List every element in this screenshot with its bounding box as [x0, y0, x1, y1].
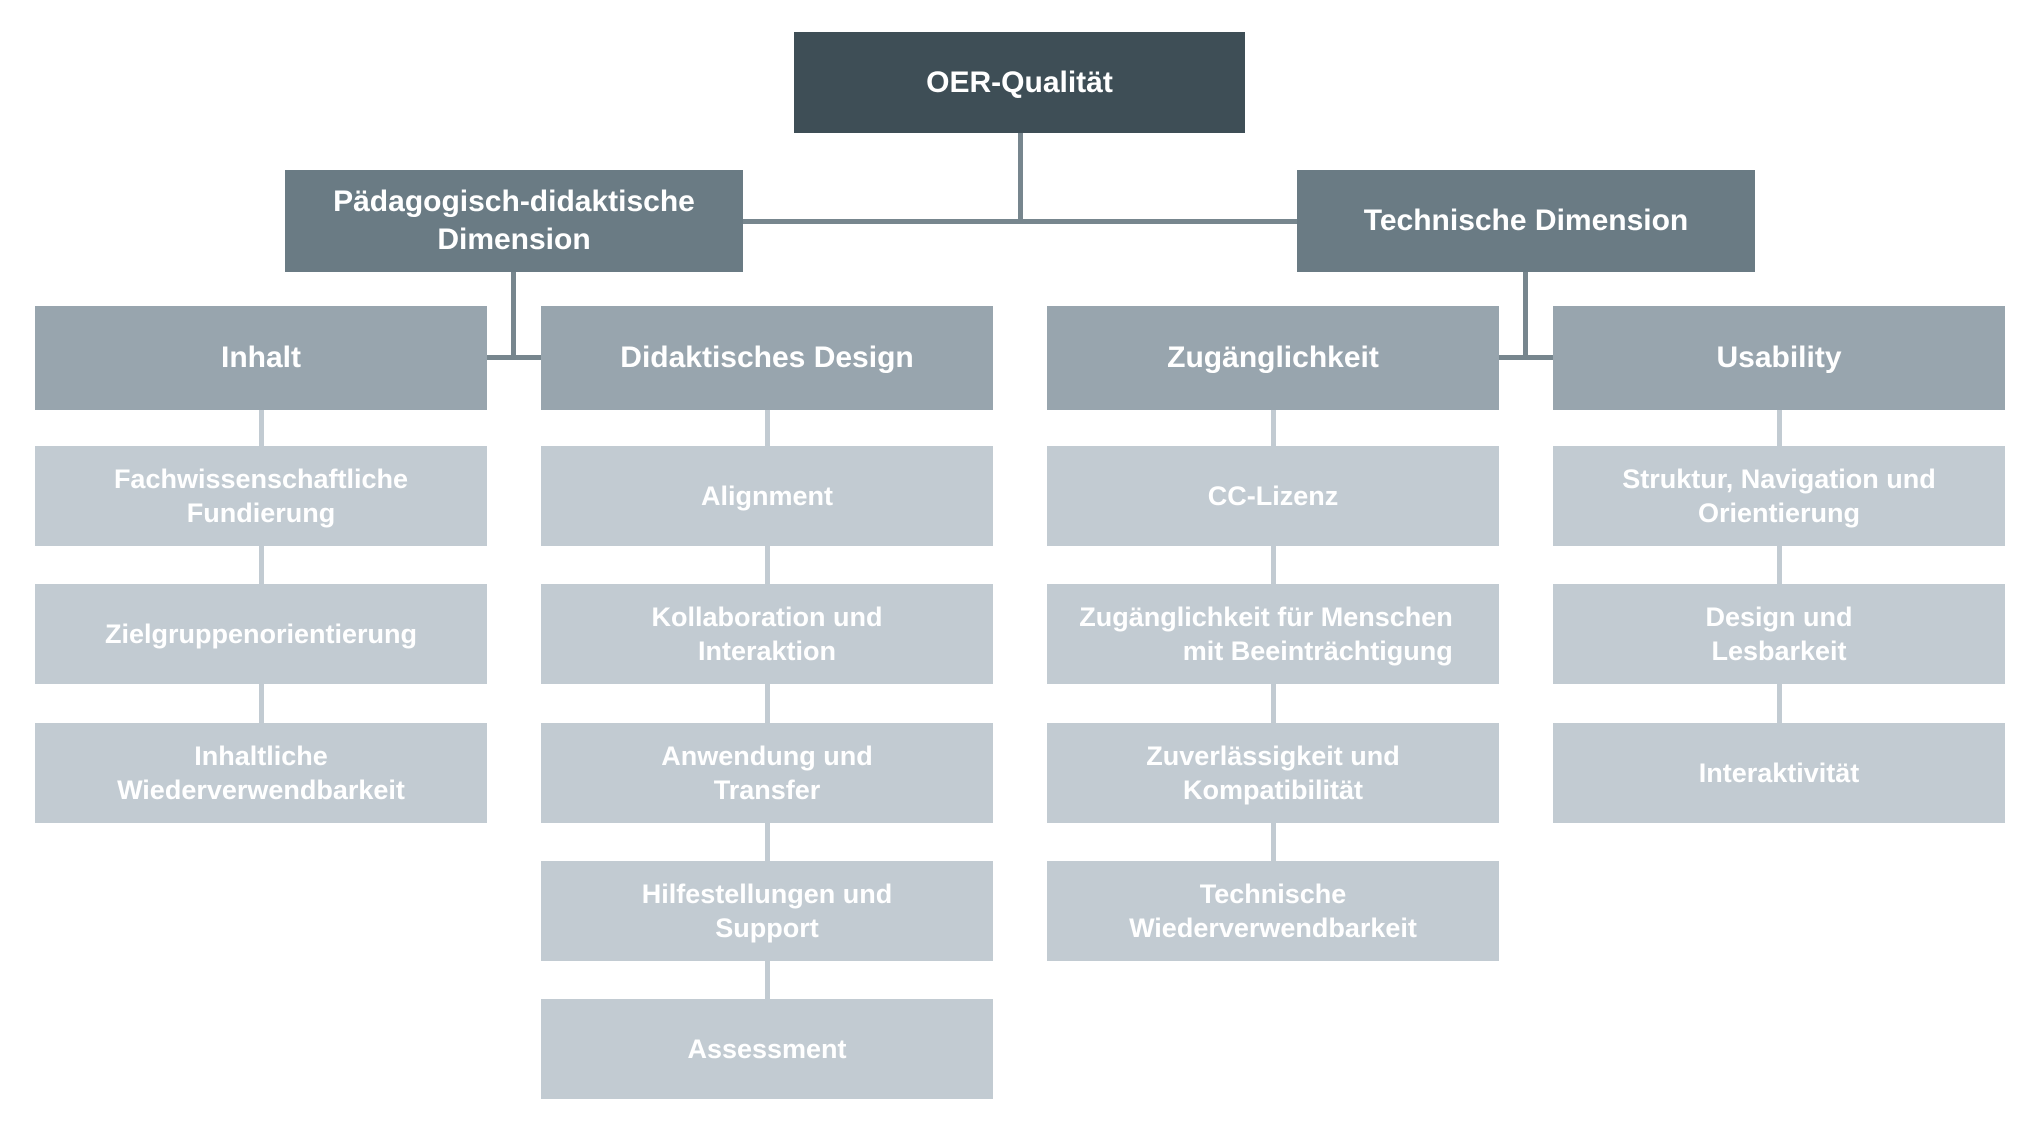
connector-zugaenglichkeit-0	[1271, 410, 1276, 446]
node-alignment: Alignment	[541, 446, 993, 546]
connector-zugaenglichkeit-2	[1271, 684, 1276, 723]
node-zugaenglichkeit-fuer-menschen-mit-beeintraechtigung: Zugänglichkeit für Menschen mit Beeinträ…	[1047, 584, 1499, 684]
node-technische-dimension: Technische Dimension	[1297, 170, 1755, 272]
node-zielgruppenorientierung: Zielgruppenorientierung	[35, 584, 487, 684]
connector-zugaenglichkeit-1	[1271, 546, 1276, 584]
node-technische-wiederverwendbarkeit: Technische Wiederverwendbarkeit	[1047, 861, 1499, 961]
connector-inhalt-0	[259, 410, 264, 446]
connector-usability-1	[1777, 546, 1782, 584]
connector-usability-2	[1777, 684, 1782, 723]
connector-didaktisches-design-2	[765, 684, 770, 723]
connector-didaktisches-design-3	[765, 822, 770, 861]
connector-didaktisches-design-0	[765, 410, 770, 446]
node-cc-lizenz: CC-Lizenz	[1047, 446, 1499, 546]
node-design-und-lesbarkeit: Design und Lesbarkeit	[1553, 584, 2005, 684]
node-oer-qualitaet: OER-Qualität	[794, 32, 1245, 133]
connector-technisch-vertical	[1523, 272, 1528, 360]
node-zugaenglichkeit: Zugänglichkeit	[1047, 306, 1499, 410]
connector-root-vertical	[1018, 133, 1023, 224]
node-didaktisches-design: Didaktisches Design	[541, 306, 993, 410]
connector-usability-0	[1777, 410, 1782, 446]
connector-paedagogisch-vertical	[511, 272, 516, 360]
node-inhalt: Inhalt	[35, 306, 487, 410]
node-assessment: Assessment	[541, 999, 993, 1099]
connector-zugaenglichkeit-3	[1271, 822, 1276, 861]
connector-dimensions-horizontal	[743, 219, 1297, 224]
node-anwendung-und-transfer: Anwendung und Transfer	[541, 723, 993, 823]
connector-inhalt-1	[259, 546, 264, 584]
connector-inhalt-2	[259, 684, 264, 723]
node-kollaboration-und-interaktion: Kollaboration und Interaktion	[541, 584, 993, 684]
node-inhaltliche-wiederverwendbarkeit: Inhaltliche Wiederverwendbarkeit	[35, 723, 487, 823]
node-zuverlaessigkeit-und-kompatibilitaet: Zuverlässigkeit und Kompatibilität	[1047, 723, 1499, 823]
node-struktur-navigation-und-orientierung: Struktur, Navigation und Orientierung	[1553, 446, 2005, 546]
connector-paedagogisch-horizontal	[487, 355, 541, 360]
node-usability: Usability	[1553, 306, 2005, 410]
connector-technisch-horizontal	[1499, 355, 1553, 360]
connector-didaktisches-design-1	[765, 546, 770, 584]
connector-didaktisches-design-4	[765, 961, 770, 999]
node-interaktivitaet: Interaktivität	[1553, 723, 2005, 823]
node-fachwissenschaftliche-fundierung: Fachwissenschaftliche Fundierung	[35, 446, 487, 546]
node-paedagogisch-didaktische-dimension: Pädagogisch-didaktische Dimension	[285, 170, 743, 272]
node-hilfestellungen-und-support: Hilfestellungen und Support	[541, 861, 993, 961]
